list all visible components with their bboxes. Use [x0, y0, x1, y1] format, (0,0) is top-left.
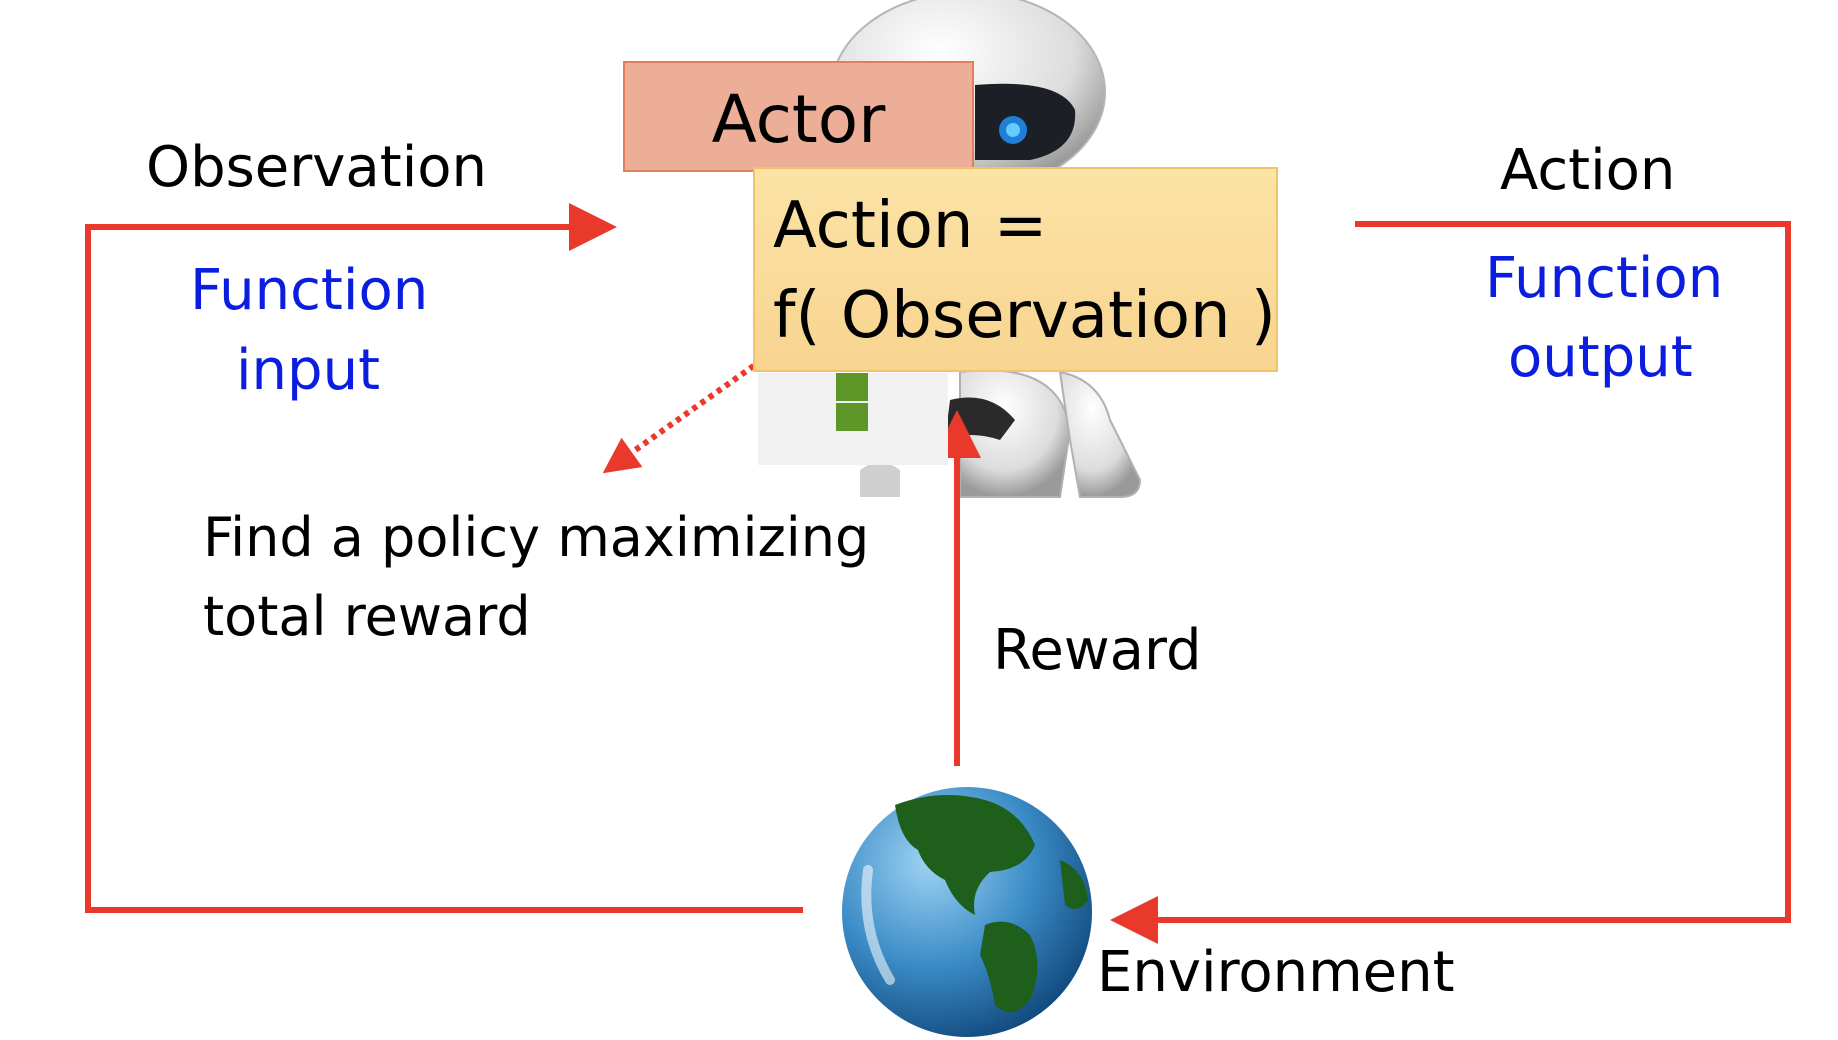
neural-network-icon [758, 373, 948, 465]
action-label: Action [1500, 138, 1676, 203]
goal-line-2: total reward [203, 585, 531, 648]
function-line-1: Action = [773, 189, 1048, 263]
observation-arrow [85, 203, 803, 913]
function-input-line-2: input [236, 338, 381, 403]
reward-label: Reward [993, 618, 1202, 683]
nn-node [836, 373, 868, 401]
function-output-line-2: output [1508, 325, 1693, 390]
nn-node [836, 403, 868, 431]
function-box: Action = f( Observation ) [753, 167, 1278, 372]
function-input-line-1: Function [190, 258, 429, 323]
goal-dotted-arrow [602, 357, 764, 474]
goal-line-1: Find a policy maximizing [203, 506, 870, 569]
actor-box: Actor [623, 61, 974, 172]
action-arrow [1110, 221, 1791, 944]
environment-label: Environment [1097, 940, 1455, 1005]
function-output-line-1: Function [1485, 246, 1724, 311]
function-line-2: f( Observation ) [773, 279, 1276, 353]
observation-label: Observation [146, 135, 488, 200]
actor-title: Actor [711, 81, 886, 158]
